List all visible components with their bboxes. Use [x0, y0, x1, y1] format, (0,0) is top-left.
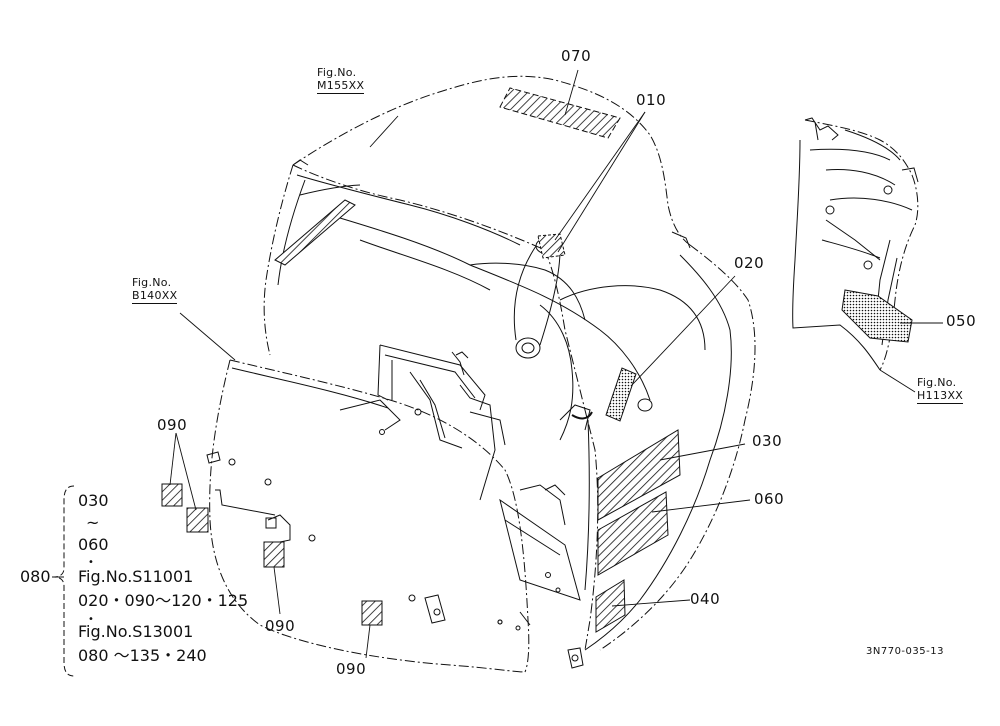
- callout-040: 040: [690, 590, 721, 608]
- legend-range-end: 060: [78, 535, 109, 554]
- callout-070: 070: [561, 47, 592, 65]
- fig-ref-m155-label: Fig.No.: [317, 66, 357, 79]
- decal-090-4: [361, 600, 383, 626]
- fig-ref-h113-value: H113XX: [917, 389, 964, 404]
- leader-lines: [169, 69, 943, 659]
- callout-010: 010: [636, 91, 667, 109]
- fig-ref-h113: Fig.No. H113XX: [917, 376, 964, 404]
- decal-090-1: [161, 483, 183, 507]
- decal-050: [841, 289, 913, 343]
- callout-090-top: 090: [157, 416, 188, 434]
- legend-bullet-1: •: [88, 557, 94, 568]
- fig-ref-b140: Fig.No. B140XX: [132, 276, 178, 304]
- cowl-body: [263, 75, 756, 669]
- fig-ref-b140-label: Fig.No.: [132, 276, 172, 289]
- callout-050: 050: [946, 312, 977, 330]
- decal-020: [605, 367, 637, 422]
- callout-020: 020: [734, 254, 765, 272]
- callout-090-middle: 090: [265, 617, 296, 635]
- fig-ref-m155: Fig.No. M155XX: [317, 66, 365, 94]
- drawing-number: 3N770-035-13: [866, 646, 944, 657]
- fig-ref-h113-label: Fig.No.: [917, 376, 957, 389]
- callout-090-bottom: 090: [336, 660, 367, 678]
- decal-060: [597, 491, 669, 576]
- legend-fig-s11001: Fig.No.S11001: [78, 567, 194, 586]
- decal-090-2: [186, 507, 209, 533]
- front-panel: [206, 359, 530, 673]
- fig-ref-b140-value: B140XX: [132, 289, 178, 304]
- decals: [161, 87, 913, 633]
- legend-fig-s11001-parts: 020・090～120・125: [78, 591, 249, 610]
- legend-tilde: ~: [86, 513, 100, 532]
- callout-030: 030: [752, 432, 783, 450]
- decal-070: [499, 87, 621, 139]
- decal-040: [595, 579, 626, 633]
- legend-bullet-2: •: [88, 614, 94, 625]
- legend-part-080: 080: [20, 567, 51, 586]
- legend-brace: [52, 485, 75, 677]
- decal-030: [597, 429, 681, 521]
- fig-ref-m155-value: M155XX: [317, 79, 365, 94]
- callout-060: 060: [754, 490, 785, 508]
- legend-fig-s13001: Fig.No.S13001: [78, 622, 194, 641]
- legend-range-start: 030: [78, 491, 109, 510]
- inner-frame: [339, 344, 593, 526]
- legend-fig-s13001-parts: 080 ～135・240: [78, 646, 207, 665]
